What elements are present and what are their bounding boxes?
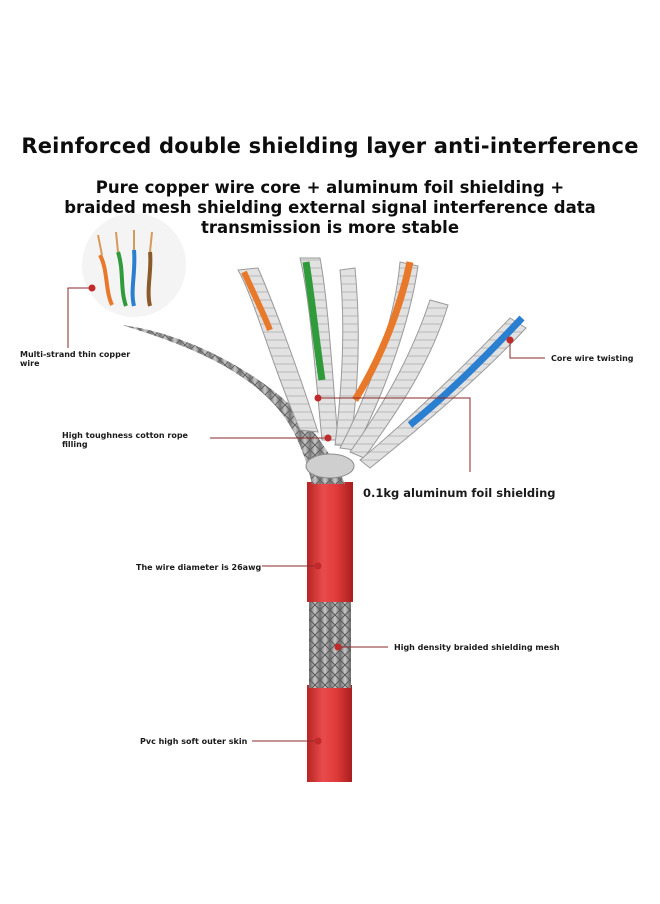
inset-wire-brown bbox=[146, 251, 153, 307]
page-subtitle: Pure copper wire core + aluminum foil sh… bbox=[64, 178, 596, 237]
callout-line-core bbox=[509, 340, 545, 359]
orange-pair-right bbox=[352, 261, 414, 402]
label-cotton-filling: High toughness cotton rope filling bbox=[62, 431, 188, 449]
callout-dot-diameter bbox=[314, 562, 322, 570]
blue-pair bbox=[407, 315, 525, 428]
green-pair bbox=[302, 261, 326, 381]
callout-line-copper bbox=[67, 287, 92, 348]
callout-dot-core bbox=[506, 336, 514, 344]
callout-dot-foil bbox=[314, 394, 322, 402]
outer-jacket-upper bbox=[307, 482, 353, 602]
label-wire-diameter: The wire diameter is 26awg bbox=[136, 563, 262, 572]
braided-mesh-section bbox=[309, 600, 351, 688]
callout-dot-cotton bbox=[324, 434, 332, 442]
page-title: Reinforced double shielding layer anti-i… bbox=[21, 134, 639, 158]
callout-dot-braid bbox=[334, 643, 342, 651]
orange-pair-left bbox=[241, 270, 273, 332]
label-pvc-skin: Pvc high soft outer skin bbox=[140, 737, 248, 746]
callout-line-foil bbox=[318, 397, 471, 472]
inset-wire-blue bbox=[130, 249, 137, 307]
cotton-rope-filling bbox=[305, 453, 355, 479]
inset-wire-orange bbox=[98, 254, 114, 306]
label-copper-wire: Multi-strand thin copper wire bbox=[20, 350, 131, 368]
callout-dots bbox=[88, 284, 514, 745]
inset-wire-green bbox=[116, 251, 128, 307]
callout-dot-pvc bbox=[314, 737, 322, 745]
callout-dot-copper bbox=[88, 284, 96, 292]
inset-wire-copper-tips bbox=[97, 230, 153, 256]
label-core-twisting: Core wire twisting bbox=[551, 354, 634, 363]
label-braided-mesh: High density braided shielding mesh bbox=[394, 643, 560, 652]
label-foil-shielding: 0.1kg aluminum foil shielding bbox=[363, 486, 556, 500]
outer-jacket-lower bbox=[307, 685, 352, 782]
callout-lines bbox=[67, 287, 545, 742]
